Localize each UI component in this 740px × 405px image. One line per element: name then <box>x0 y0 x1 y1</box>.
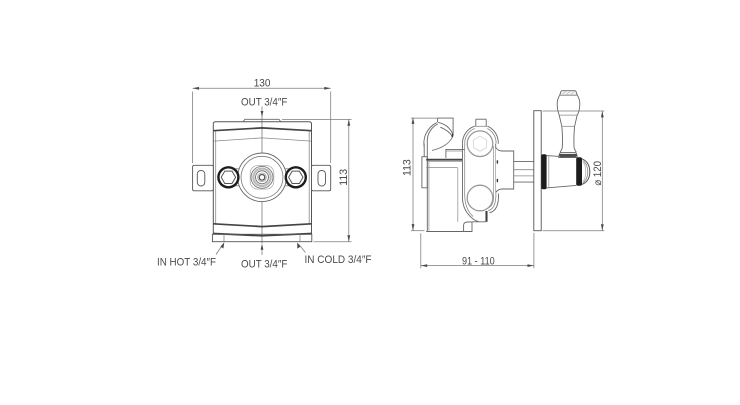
svg-text:91 - 110: 91 - 110 <box>462 255 495 267</box>
svg-text:OUT 3/4″F: OUT 3/4″F <box>241 259 288 271</box>
svg-text:OUT 3/4″F: OUT 3/4″F <box>241 96 288 108</box>
svg-text:IN COLD 3/4″F: IN COLD 3/4″F <box>305 254 372 266</box>
svg-text:130: 130 <box>254 77 271 89</box>
svg-text:113: 113 <box>402 159 414 176</box>
svg-text:IN HOT 3/4″F: IN HOT 3/4″F <box>157 256 216 268</box>
svg-text:113: 113 <box>338 169 350 186</box>
svg-text:⌀ 120: ⌀ 120 <box>592 161 604 186</box>
